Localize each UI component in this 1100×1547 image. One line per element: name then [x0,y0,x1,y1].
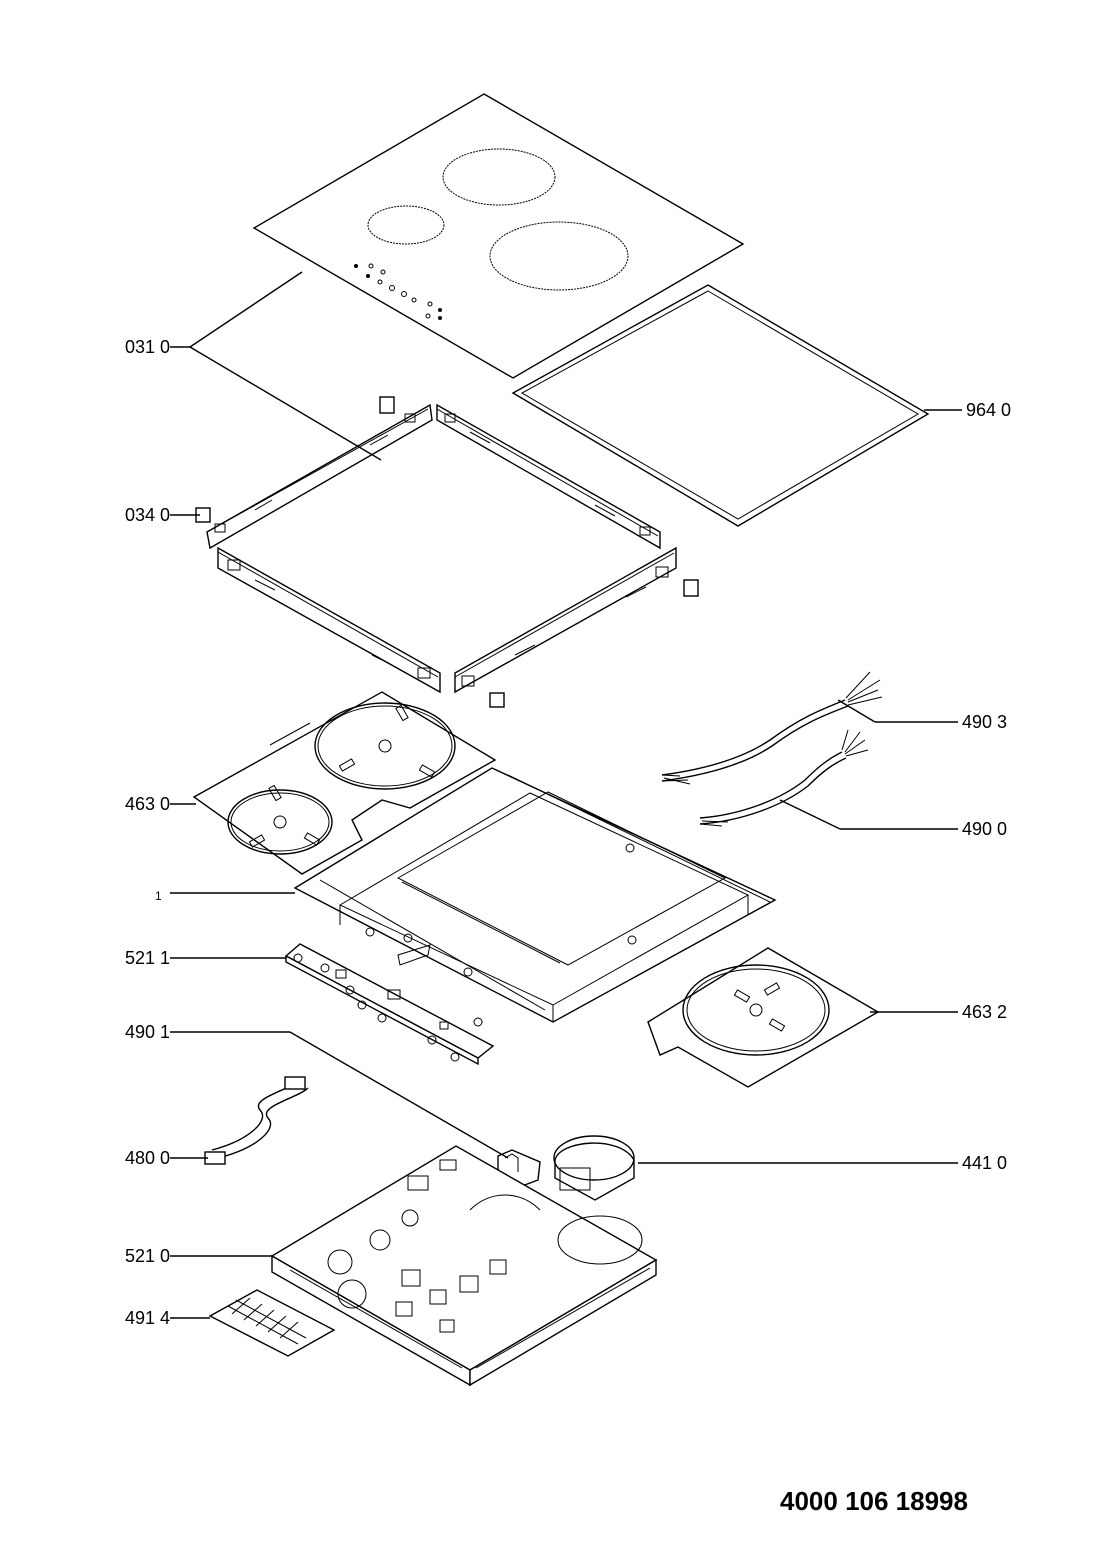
filter-part [208,1289,336,1357]
cooling-fan-part [553,1135,635,1201]
label-490-3: 490 3 [962,712,1008,732]
coil-plate-part [192,691,497,875]
label-491-4: 491 4 [124,1308,170,1328]
control-board-part [284,943,495,1066]
power-module-part [270,1145,658,1387]
control-symbols [354,263,442,320]
label-441-0: 441 0 [962,1153,1008,1173]
frame-rails-part [195,396,699,708]
label-490-1: 490 1 [124,1022,170,1042]
label-521-0: 521 0 [124,1246,170,1266]
label-1: 1 [155,889,162,903]
document-number: 4000 106 18998 [780,1486,968,1516]
label-463-0: 463 0 [124,794,170,814]
label-031-0: 031 0 [124,337,170,357]
ribbon-cable-part [204,1076,309,1165]
gasket-part [511,284,930,527]
label-463-2: 463 2 [962,1002,1008,1022]
coil-plate-small-part [647,947,880,1088]
label-490-0: 490 0 [962,819,1008,839]
glass-cooktop-part [252,93,745,379]
label-521-1: 521 1 [124,948,170,968]
support-frame-part [293,767,777,1027]
label-480-0: 480 0 [124,1148,170,1168]
label-034-0: 034 0 [124,505,170,525]
leader-lines [170,271,962,1319]
power-wires-part [661,671,883,827]
label-964-0: 964 0 [966,400,1012,420]
